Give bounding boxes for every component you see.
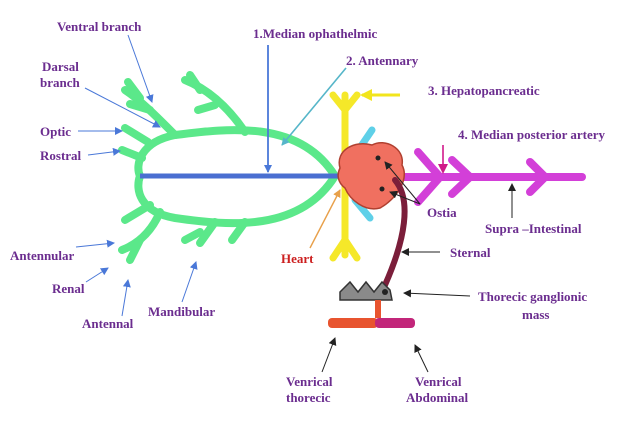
- pointer-ventral-abdominal: [414, 344, 429, 373]
- label-median-ophthalmic: 1.Median ophathelmic: [253, 26, 378, 41]
- pointer-ventral-thoracic: [321, 337, 337, 373]
- label-sternal: Sternal: [450, 245, 491, 260]
- label-heart: Heart: [281, 251, 314, 266]
- pointer-antennary: [281, 67, 347, 146]
- label-antennal: Antennal: [82, 316, 134, 331]
- median-posterior-artery: [391, 148, 586, 206]
- pointer-lines: [75, 34, 516, 373]
- label-ventral-branch: Ventral branch: [57, 19, 142, 34]
- pointer-ostia-upper: [384, 161, 421, 205]
- pointer-thoracic-ganglionic: [403, 289, 471, 298]
- ostium-upper: [375, 155, 381, 161]
- label-mandibular: Mandibular: [148, 304, 216, 319]
- pointer-mandibular: [181, 261, 198, 303]
- pointer-ostia-lower: [389, 190, 421, 205]
- label-ostia: Ostia: [427, 205, 457, 220]
- pointer-antennal: [121, 279, 131, 317]
- cephalic-arteries: [118, 71, 339, 264]
- label-ventral-abdominal-line2: Abdominal: [406, 390, 469, 405]
- label-darsal-branch-line1: Darsal: [42, 59, 79, 74]
- label-ventral-abdominal-line1: Venrical: [415, 374, 462, 389]
- pointer-antennular: [75, 239, 115, 248]
- label-renal: Renal: [52, 281, 85, 296]
- ventral-abdominal-artery: [375, 318, 415, 328]
- pointer-renal: [85, 267, 109, 283]
- label-darsal-branch-line2: branch: [40, 75, 80, 90]
- pointer-darsal-branch: [84, 87, 161, 128]
- label-ventral-thoracic-line2: thorecic: [286, 390, 331, 405]
- pointer-heart: [309, 189, 341, 249]
- label-ventral-thoracic-line1: Venrical: [286, 374, 333, 389]
- label-antennular: Antennular: [10, 248, 75, 263]
- pointer-rostral: [87, 147, 121, 156]
- thoracic-ganglionic-mass: [339, 280, 393, 301]
- label-rostral: Rostral: [40, 148, 82, 163]
- label-median-posterior-artery: 4. Median posterior artery: [458, 127, 606, 142]
- label-optic: Optic: [40, 124, 72, 139]
- ventral-thoracic-artery: [328, 318, 378, 328]
- label-antennary: 2. Antennary: [346, 53, 419, 68]
- label-hepatopancreatic: 3. Hepatopancreatic: [428, 83, 540, 98]
- ostium-lower: [379, 186, 385, 192]
- sternal-artery: [382, 177, 408, 288]
- label-thoracic-ganglionic-line2: mass: [522, 307, 550, 322]
- pointer-ventral-branch: [127, 34, 154, 103]
- label-thoracic-ganglionic-line1: Thorecic ganglionic: [478, 289, 588, 304]
- label-supra-intestinal: Supra –Intestinal: [485, 221, 582, 236]
